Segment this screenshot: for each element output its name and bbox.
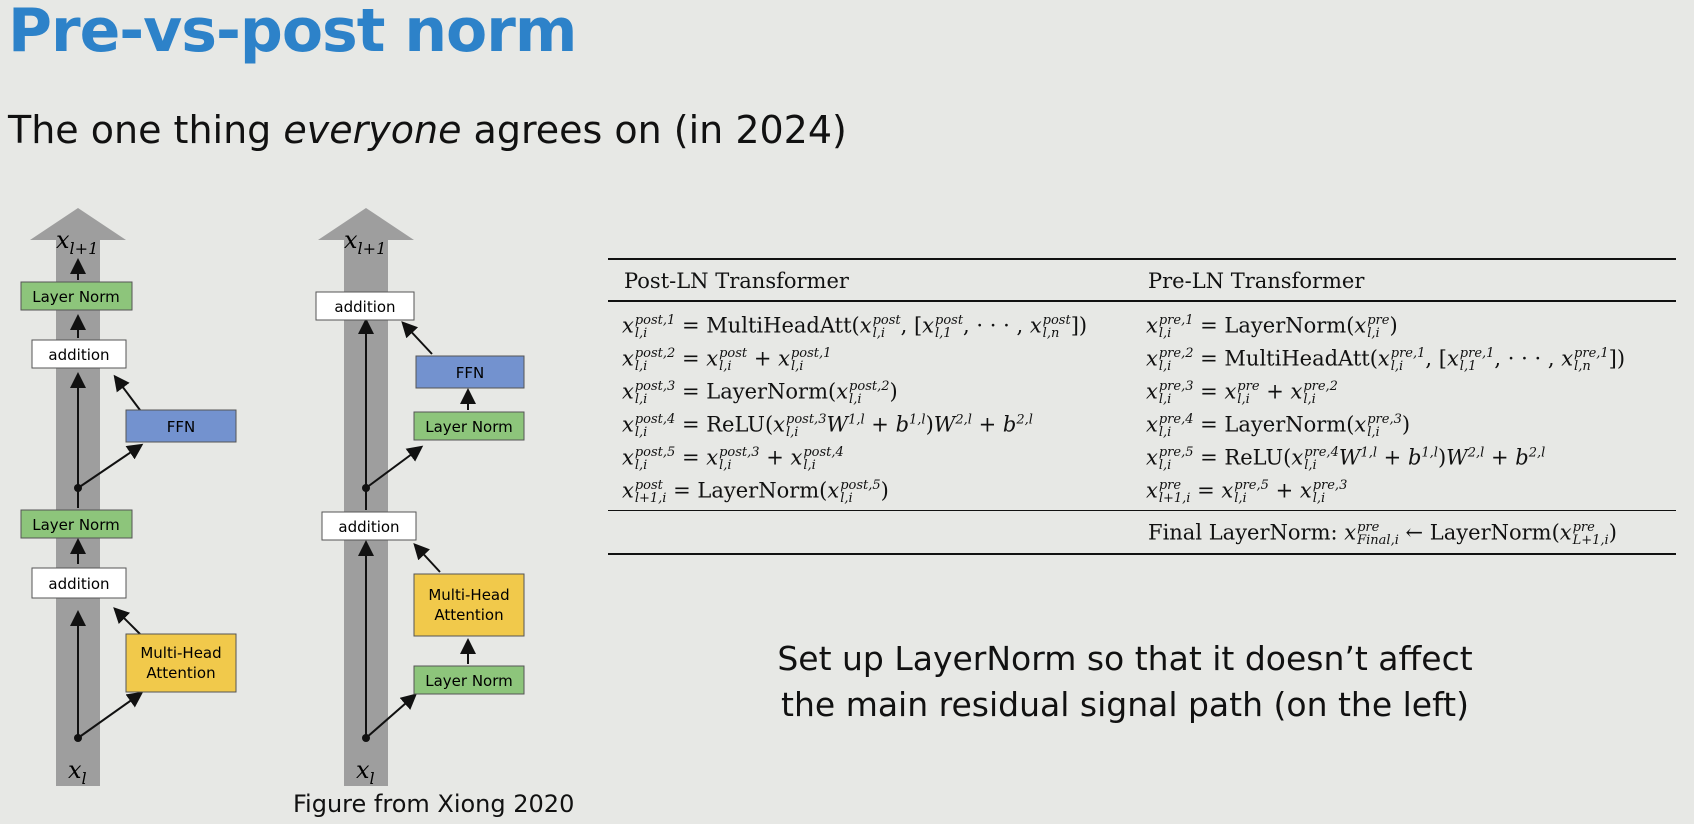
final-layernorm-label: Final LayerNorm: xyxy=(1148,520,1338,545)
post-ln-bottom-label: xl xyxy=(68,756,87,788)
pre-ln-block-layernorm-top: Layer Norm xyxy=(425,418,513,436)
slide-title: Pre-vs-post norm xyxy=(8,0,577,66)
pre-ln-block-layernorm-bottom: Layer Norm xyxy=(425,672,513,690)
post-ln-top-label: xl+1 xyxy=(56,226,98,258)
table-header-rule xyxy=(608,300,1676,302)
pre-ln-block-addition-bottom: addition xyxy=(338,518,399,536)
table-bottom-rule xyxy=(608,553,1676,555)
pre-ln-residual-arrowhead xyxy=(318,208,414,240)
subtitle-emphasis: everyone xyxy=(283,108,462,152)
pre-ln-diagram: xl+1 xl addition FFN Layer Norm addition… xyxy=(315,208,525,788)
pre-ln-header: Pre-LN Transformer xyxy=(1148,269,1365,293)
post-ln-block-layernorm-top: Layer Norm xyxy=(32,288,120,306)
post-ln-diagram: xl+1 xl Layer Norm addition FFN Layer No… xyxy=(20,208,237,788)
slide-subtitle: The one thing everyone agrees on (in 202… xyxy=(8,108,847,152)
post-ln-block-addition-bottom: addition xyxy=(48,575,109,593)
pre-ln-block-ffn: FFN xyxy=(456,364,484,382)
figure-caption: Figure from Xiong 2020 xyxy=(293,790,575,818)
table-header: Post-LN Transformer Pre-LN Transformer xyxy=(608,260,1676,300)
post-ln-header: Post-LN Transformer xyxy=(624,269,849,293)
equation-table: Post-LN Transformer Pre-LN Transformer x… xyxy=(608,258,1676,555)
takeaway-note: Set up LayerNorm so that it doesn’t affe… xyxy=(777,639,1473,724)
pre-ln-block-addition-top: addition xyxy=(334,298,395,316)
post-ln-block-layernorm-bottom: Layer Norm xyxy=(32,516,120,534)
table-top-rule xyxy=(608,258,1676,260)
table-mid-rule xyxy=(608,509,1676,511)
pre-ln-bottom-label: xl xyxy=(356,756,375,788)
subtitle-prefix: The one thing xyxy=(8,108,284,152)
transformer-diagram: xl+1 xl Layer Norm addition FFN Layer No… xyxy=(20,208,525,788)
post-ln-residual-arrowhead xyxy=(30,208,126,240)
subtitle-suffix: agrees on (in 2024) xyxy=(461,108,847,152)
post-ln-block-addition-top: addition xyxy=(48,346,109,364)
pre-ln-top-label: xl+1 xyxy=(344,226,386,258)
post-ln-block-ffn: FFN xyxy=(167,418,195,436)
